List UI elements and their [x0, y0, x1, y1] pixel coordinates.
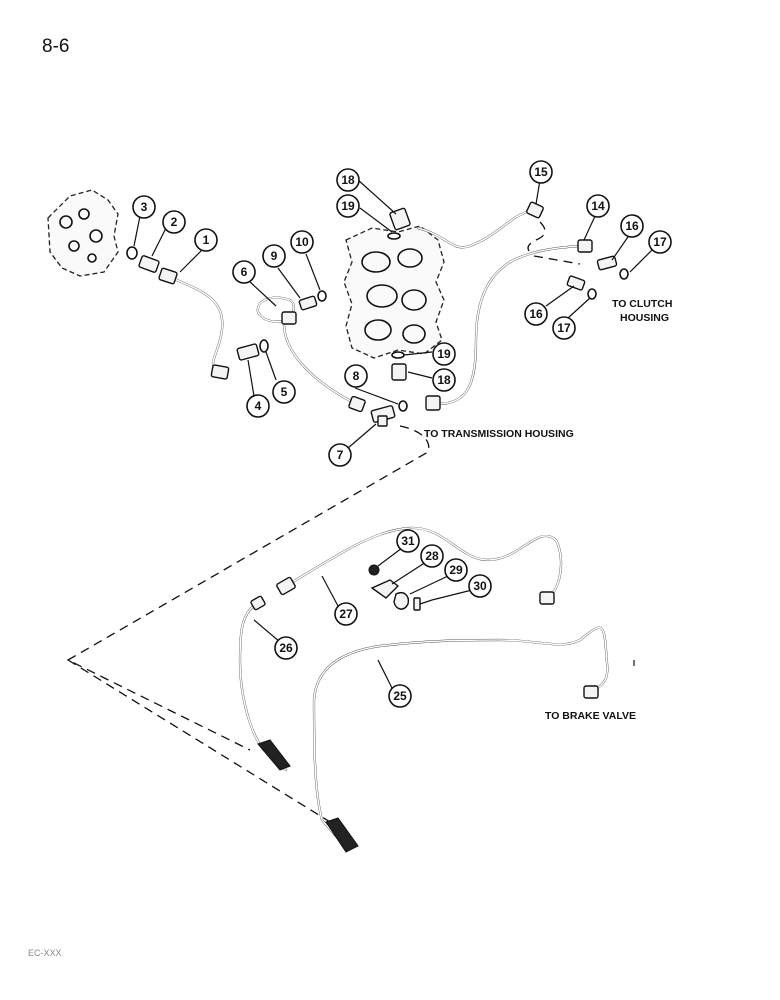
nut-31	[368, 564, 380, 576]
svg-text:16: 16	[625, 219, 639, 233]
callout-26: 26	[274, 636, 298, 660]
svg-text:15: 15	[534, 165, 548, 179]
fitting-4	[236, 343, 260, 361]
svg-text:4: 4	[255, 399, 262, 413]
callout-19-upper: 19	[336, 194, 360, 218]
svg-text:26: 26	[279, 641, 293, 655]
callout-16-upper: 16	[620, 214, 644, 238]
o-ring-17-upper	[619, 268, 629, 280]
valve-body-left	[47, 189, 119, 277]
tube-14	[425, 239, 593, 411]
o-ring-19-lower	[391, 351, 405, 359]
callout-8: 8	[344, 364, 368, 388]
callout-14: 14	[586, 194, 610, 218]
svg-text:27: 27	[339, 607, 353, 621]
fitting-2	[138, 255, 160, 273]
o-ring-17-lower	[587, 288, 597, 300]
o-ring-5	[259, 339, 269, 353]
svg-text:9: 9	[271, 249, 278, 263]
callout-30: 30	[468, 574, 492, 598]
transmission-housing-casting	[343, 225, 445, 359]
svg-text:6: 6	[241, 265, 248, 279]
svg-text:17: 17	[557, 321, 571, 335]
svg-text:17: 17	[653, 235, 667, 249]
o-ring-8	[398, 400, 408, 412]
tube-15	[416, 201, 544, 249]
svg-text:8: 8	[353, 369, 360, 383]
dashed-connection-7-to-26-25	[66, 425, 430, 826]
callout-18-lower: 18	[432, 368, 456, 392]
callout-25: 25	[388, 684, 412, 708]
callout-19-lower: 19	[432, 342, 456, 366]
note-to-brake-valve: TO BRAKE VALVE	[545, 710, 636, 722]
note-to-transmission-housing: TO TRANSMISSION HOUSING	[424, 428, 574, 440]
svg-text:30: 30	[473, 579, 487, 593]
svg-text:2: 2	[171, 215, 178, 229]
bolt-30	[413, 597, 433, 611]
callout-16-lower: 16	[524, 302, 548, 326]
o-ring-10	[317, 290, 327, 302]
callout-17-upper: 17	[648, 230, 672, 254]
svg-text:31: 31	[401, 534, 415, 548]
note-to-clutch-housing-line2: HOUSING	[620, 312, 669, 324]
tube-26	[238, 595, 291, 772]
svg-text:5: 5	[281, 385, 288, 399]
callout-27: 27	[334, 602, 358, 626]
svg-text:1: 1	[203, 233, 210, 247]
svg-text:18: 18	[437, 373, 451, 387]
callout-31: 31	[396, 529, 420, 553]
callout-5: 5	[272, 380, 296, 404]
svg-text:3: 3	[141, 200, 148, 214]
footer-code: EC-XXX	[28, 948, 62, 958]
tube-6	[256, 296, 366, 413]
clip-29	[393, 592, 410, 610]
bracket-28	[370, 579, 400, 599]
tube-15-dashed-link	[527, 221, 546, 253]
note-to-clutch-housing-line1: TO CLUTCH	[612, 298, 672, 310]
o-ring-19-upper	[387, 232, 401, 240]
callout-6: 6	[232, 260, 256, 284]
elbow-18-lower	[391, 363, 407, 381]
callout-15: 15	[529, 160, 553, 184]
svg-text:28: 28	[425, 549, 439, 563]
svg-text:16: 16	[529, 307, 543, 321]
leader-lines	[133, 179, 657, 689]
svg-text:18: 18	[341, 173, 355, 187]
callout-9: 9	[262, 244, 286, 268]
svg-text:19: 19	[437, 347, 451, 361]
svg-text:14: 14	[591, 199, 605, 213]
svg-text:7: 7	[337, 448, 344, 462]
callout-29: 29	[444, 558, 468, 582]
svg-text:25: 25	[393, 689, 407, 703]
fitting-9	[298, 295, 318, 311]
tube-14-dashed-link	[533, 255, 581, 265]
fitting-16-lower	[566, 275, 586, 291]
page-number: 8-6	[42, 36, 70, 57]
callout-10: 10	[290, 230, 314, 254]
svg-text:29: 29	[449, 563, 463, 577]
callout-4: 4	[246, 394, 270, 418]
tube-27	[276, 526, 563, 605]
callout-1: 1	[194, 228, 218, 252]
callout-7: 7	[328, 443, 352, 467]
svg-text:10: 10	[295, 235, 309, 249]
tube-1	[158, 267, 230, 380]
callout-28: 28	[420, 544, 444, 568]
callout-3: 3	[132, 195, 156, 219]
callout-18-upper: 18	[336, 168, 360, 192]
callout-2: 2	[162, 210, 186, 234]
tee-fitting-7	[370, 405, 396, 427]
tube-25	[312, 626, 609, 853]
callout-17-lower: 17	[552, 316, 576, 340]
o-ring-3	[126, 246, 138, 260]
svg-text:19: 19	[341, 199, 355, 213]
